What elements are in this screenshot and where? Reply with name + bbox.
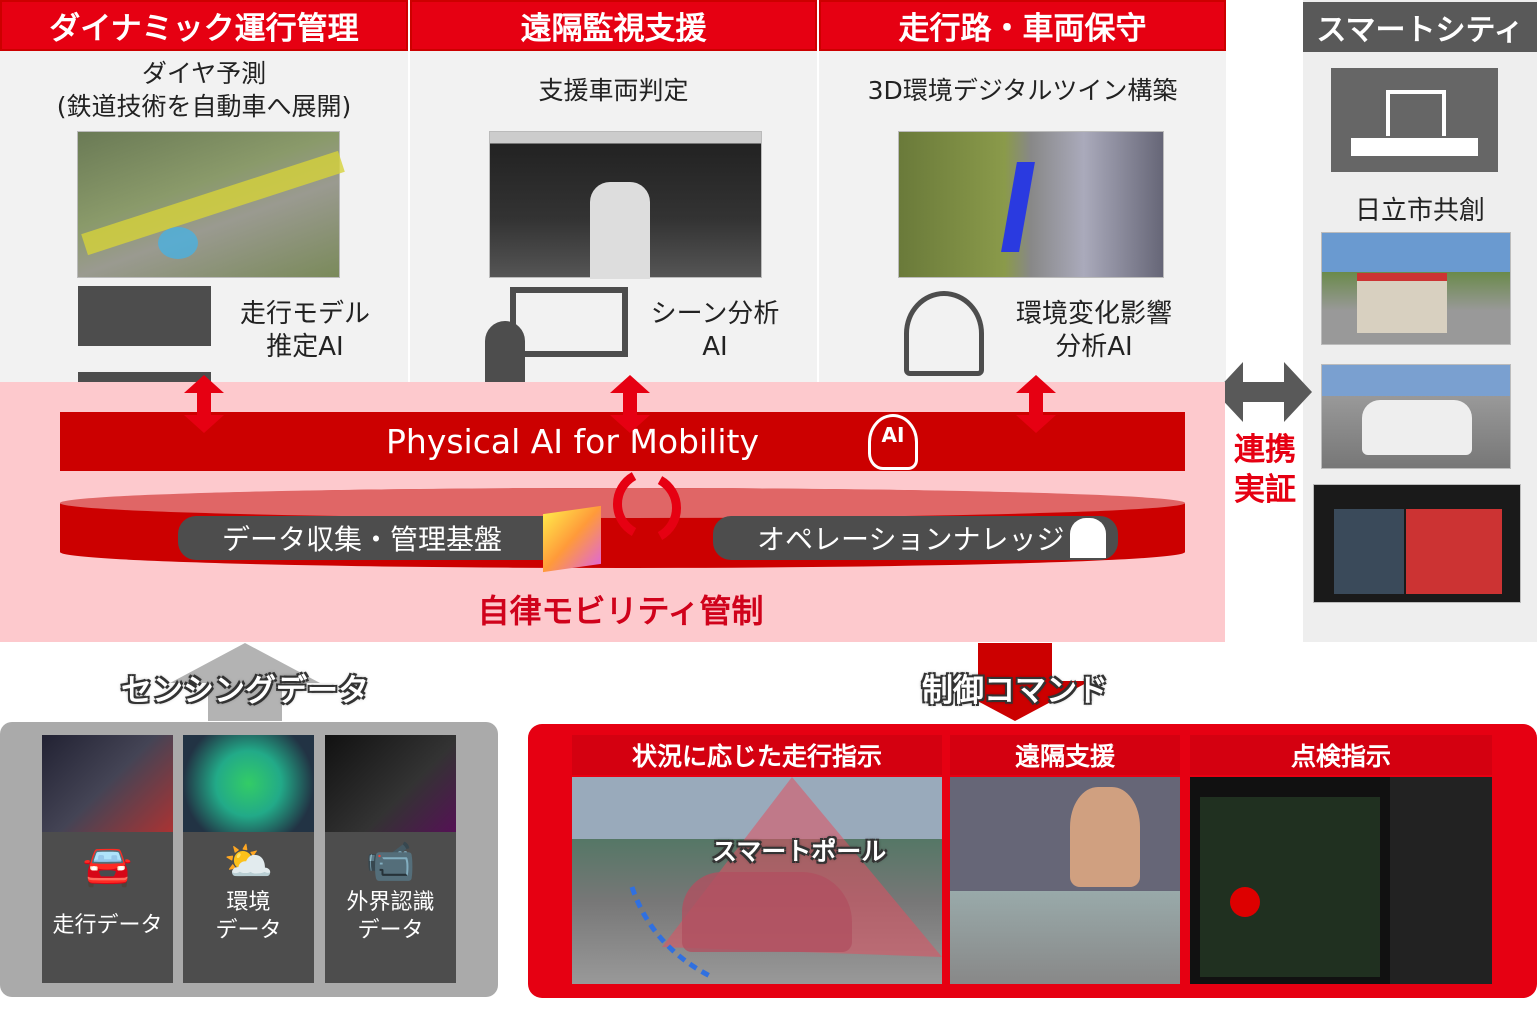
control-room-photo	[489, 131, 762, 279]
updown-arrow-2	[610, 375, 650, 433]
control-down-arrow	[940, 643, 1090, 721]
tile-label-2: データ	[357, 918, 424, 943]
tile-label: 走行データ	[52, 913, 163, 938]
operators-icon	[78, 354, 211, 382]
updown-arrow-3	[1016, 375, 1056, 433]
monitor-wall-icon	[510, 287, 628, 357]
remote-driver-photo	[950, 777, 1180, 984]
vehicle-display-photo	[1313, 484, 1521, 603]
section-remote-support: 遠隔支援	[950, 735, 1180, 775]
subtitle: ダイヤ予測	[141, 59, 267, 88]
bidirectional-link-arrow	[1215, 362, 1312, 422]
data-platform-pill: データ収集・管理基盤	[178, 516, 600, 560]
column-dynamic-operation: ダイヤ予測 (鉄道技術を自動車へ展開) 走行モデル 推定AI	[0, 51, 408, 382]
data-cube-icon	[543, 505, 601, 573]
car-icon: 🚘	[82, 843, 133, 889]
analysis-monitor-icon	[904, 291, 984, 376]
autonomous-control-label: 自律モビリティ管制	[0, 586, 1225, 632]
column-header-remote-monitoring: 遠隔監視支援	[410, 0, 817, 51]
column-header-dynamic-operation: ダイナミック運行管理	[0, 0, 408, 51]
link-label-line1: 連携	[1234, 432, 1296, 468]
subtitle-detail: (鉄道技術を自動車へ展開)	[56, 92, 352, 121]
updown-arrow-1	[184, 375, 224, 433]
ai-label: 環境変化影響	[1015, 299, 1172, 329]
section-driving-instruction: 状況に応じた走行指示	[572, 735, 942, 775]
worker-icon	[1070, 518, 1106, 558]
tile-label: 環境	[226, 890, 271, 915]
lidar-image	[325, 735, 456, 832]
perception-data-tile: 📹 外界認識データ	[325, 735, 456, 983]
ai-label-2: 推定AI	[266, 332, 344, 362]
ai-head-icon: AI	[868, 414, 918, 470]
autonomous-control-text: 自律モビリティ管制	[477, 592, 764, 630]
section-inspection: 点検指示	[1190, 735, 1492, 775]
operation-knowledge-pill: オペレーションナレッジ	[713, 516, 1118, 560]
smart-city-header: スマートシティ	[1303, 2, 1537, 52]
driving-data-tile: 🚘 走行データ	[42, 735, 173, 983]
column-header-road-maintenance: 走行路・車両保守	[819, 0, 1226, 51]
environment-data-tile: ⛅ 環境データ	[183, 735, 314, 983]
link-label: 連携 実証	[1225, 430, 1305, 510]
control-command-label: 制御コマンド	[922, 673, 1108, 709]
ai-label: シーン分析	[650, 299, 780, 329]
link-label-line2: 実証	[1234, 472, 1296, 508]
train-diagram-icon	[78, 286, 211, 346]
subtitle: 支援車両判定	[538, 76, 689, 105]
pointcloud-image	[183, 735, 314, 832]
smart-city-caption: 日立市共創	[1354, 196, 1485, 226]
weather-icon: ⛅	[223, 839, 274, 885]
camera-icon: 📹	[365, 839, 416, 885]
electric-bus-photo	[1321, 232, 1511, 345]
subtitle: 3D環境デジタルツイン構築	[867, 76, 1178, 105]
ai-label-2: AI	[702, 332, 728, 362]
cycle-arrows-icon	[604, 466, 690, 546]
sensing-up-arrow	[170, 643, 320, 721]
sensing-data-label: センシングデータ	[121, 673, 369, 709]
autonomous-car-photo	[1321, 364, 1511, 469]
physical-ai-band: Physical AI for Mobility	[60, 412, 1185, 471]
inspection-screen	[1190, 777, 1492, 984]
tile-label-2: データ	[215, 918, 282, 943]
tile-label: 外界認識	[346, 890, 435, 915]
smart-pole-label: スマートポール	[712, 837, 887, 866]
map-screen-image	[42, 735, 173, 832]
digital-twin-photo	[898, 131, 1164, 278]
smart-pole-scene: スマートポール	[572, 777, 942, 984]
column-road-maintenance: 3D環境デジタルツイン構築 環境変化影響 分析AI	[819, 51, 1226, 382]
route-prediction-photo	[77, 131, 345, 278]
column-remote-monitoring: 支援車両判定 シーン分析 AI	[410, 51, 817, 382]
ai-label: 走行モデル	[239, 299, 370, 329]
ai-label-2: 分析AI	[1055, 332, 1133, 362]
remote-operator-icon	[485, 321, 525, 382]
smart-city-icon	[1331, 68, 1498, 172]
